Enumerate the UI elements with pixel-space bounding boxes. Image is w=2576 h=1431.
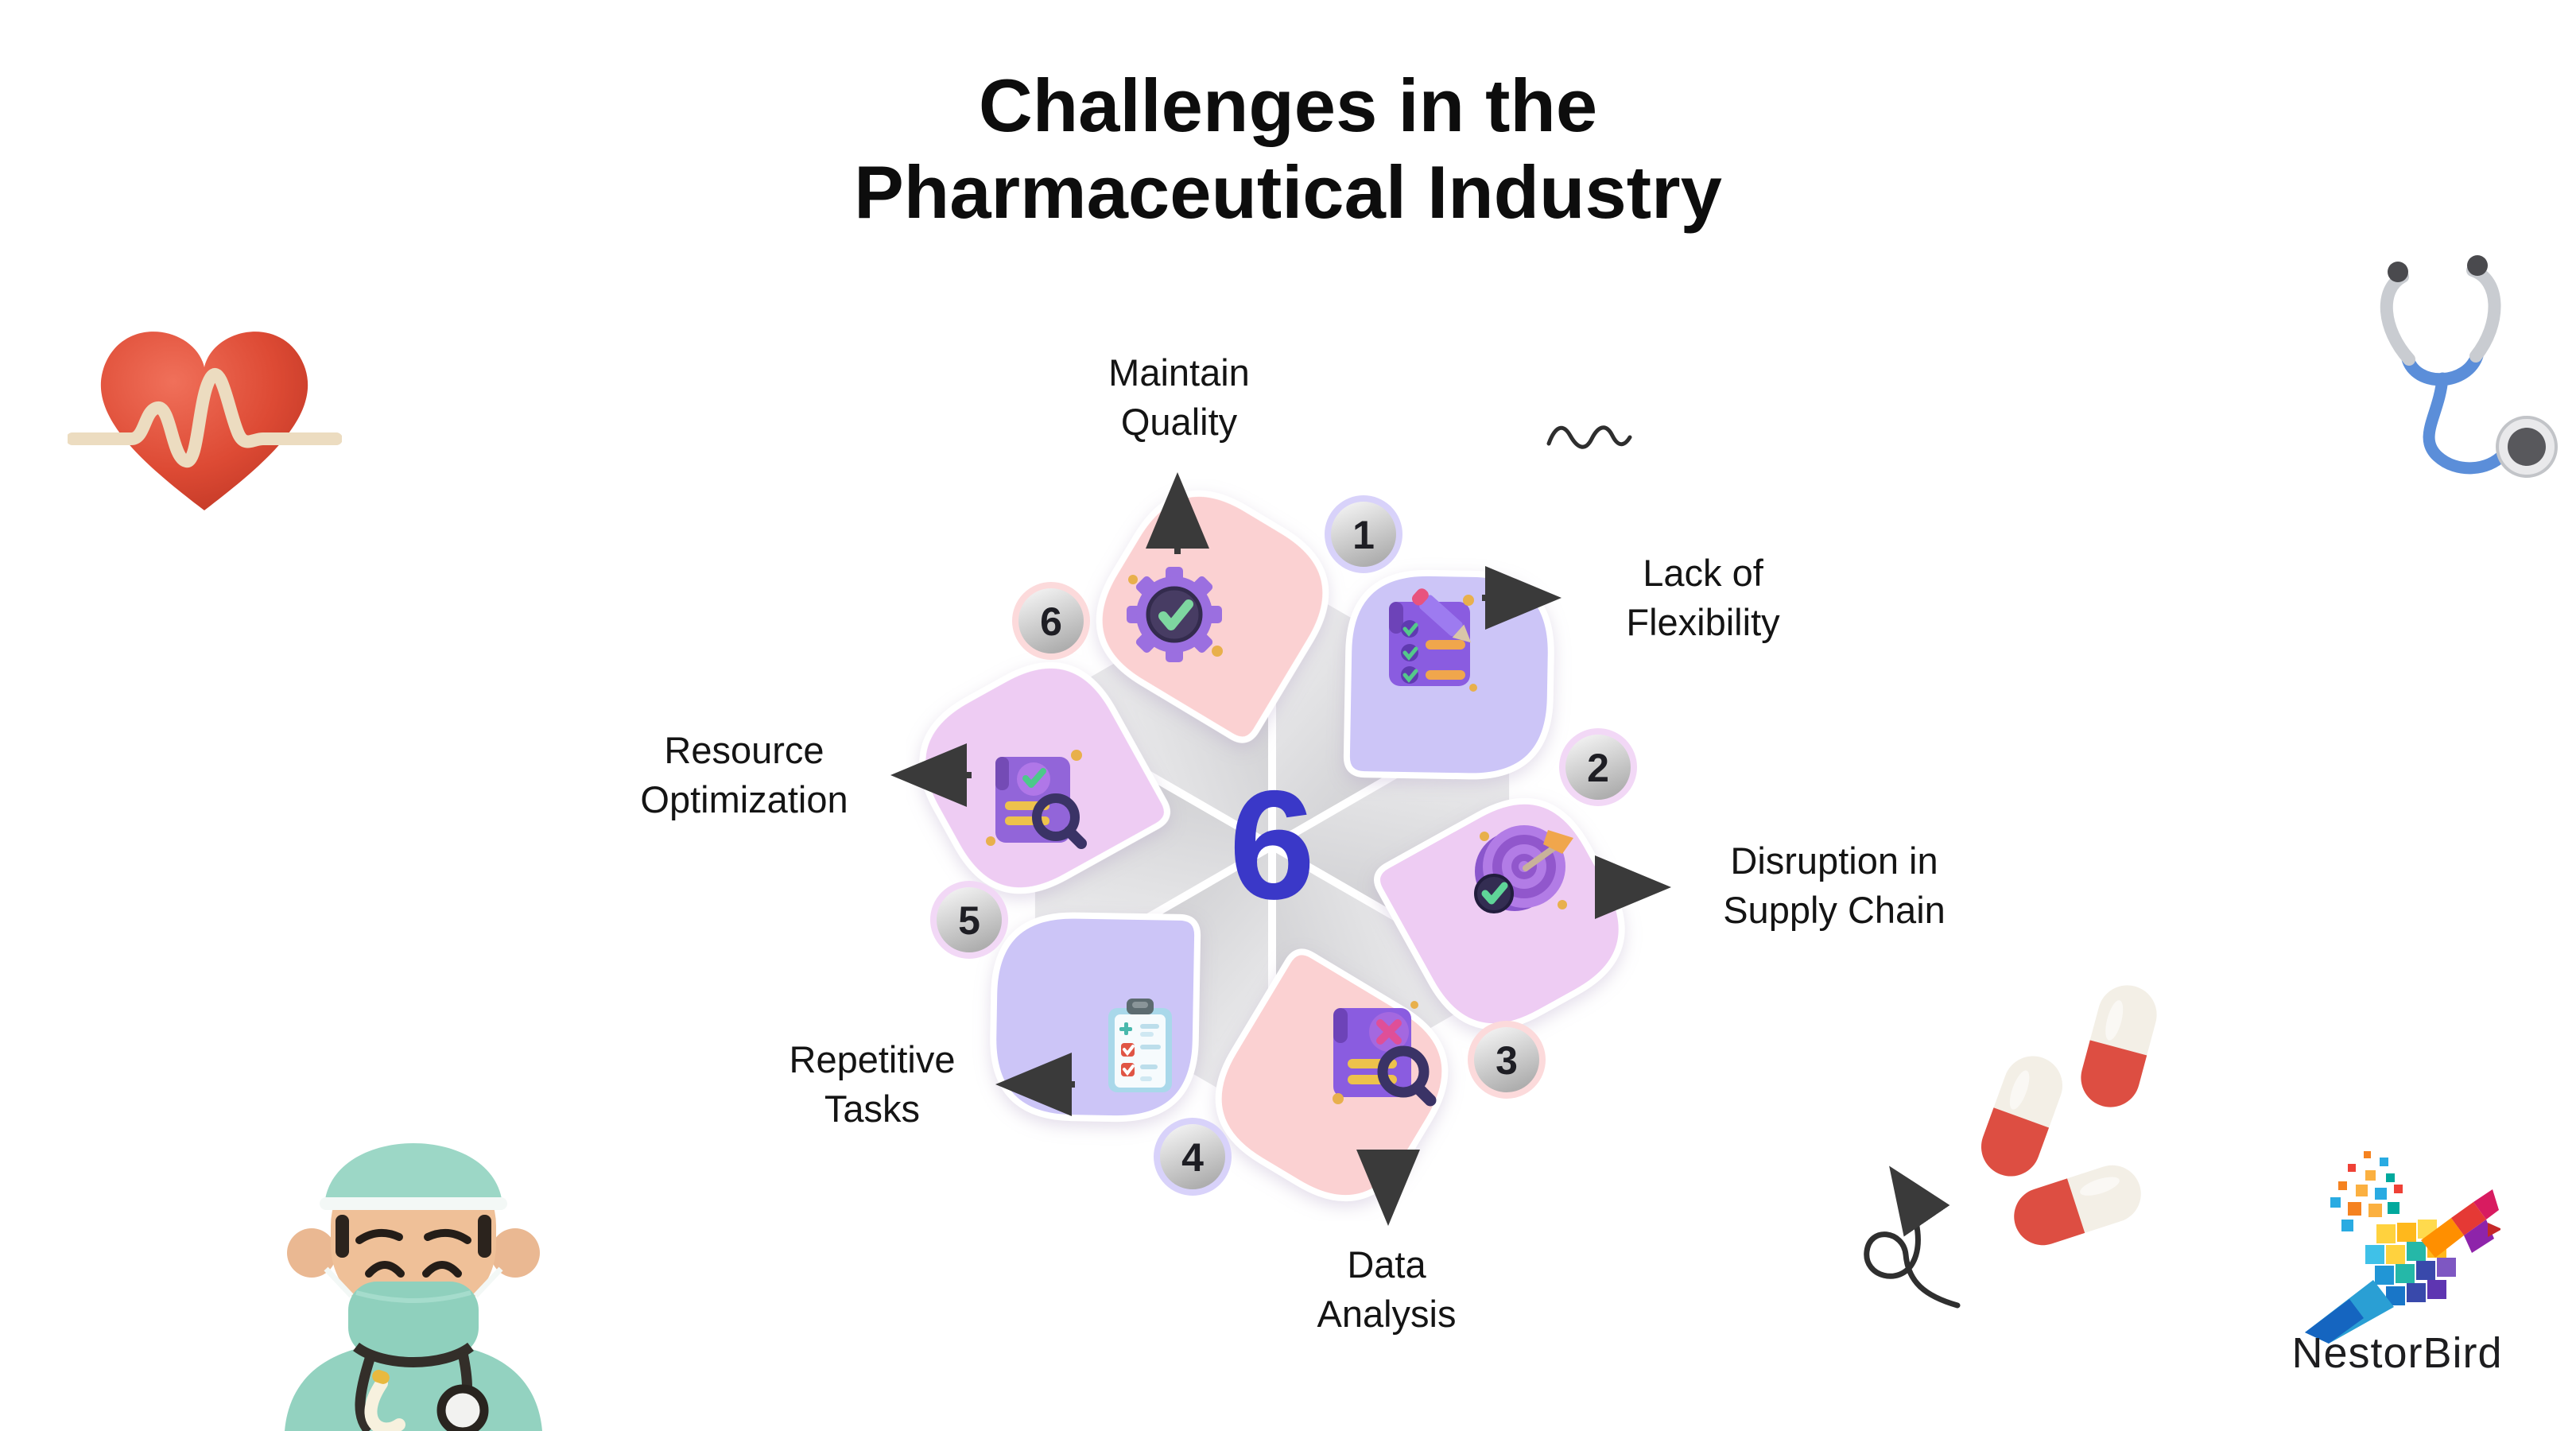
squiggle-doodle [1546, 425, 1632, 449]
badge-2-number: 2 [1587, 746, 1609, 790]
capsule [2081, 985, 2157, 1107]
badge-6: 6 [1012, 582, 1090, 660]
stethoscope-illustration [2380, 255, 2558, 478]
badge-3: 3 [1468, 1021, 1546, 1099]
badge-6-number: 6 [1040, 599, 1062, 644]
pinwheel-diagram: 1 2 3 4 5 6 [919, 490, 1637, 1202]
logo-bird-tail-shade [2305, 1299, 2364, 1344]
capsule [1980, 1056, 2063, 1177]
label-disruption-supply-chain: Disruption in Supply Chain [1723, 839, 1946, 931]
label-lack-of-flexibility: Lack of Flexibility [1626, 551, 1780, 643]
logo-bird-wing [2421, 1189, 2499, 1258]
badge-4-number: 4 [1181, 1135, 1204, 1180]
center-count: 6 [1229, 758, 1315, 932]
heart-pulse-illustration [68, 332, 342, 510]
badge-2: 2 [1559, 728, 1637, 806]
badge-5: 5 [930, 881, 1008, 959]
document-search-error-icon [1333, 1001, 1437, 1107]
page-title: Challenges in the Pharmaceutical Industr… [854, 64, 1722, 235]
gear-check-icon [1127, 567, 1223, 662]
badge-1-number: 1 [1352, 513, 1375, 557]
checklist-pencil-icon [1389, 588, 1477, 692]
badge-4: 4 [1154, 1118, 1232, 1196]
logo-pixel-trail [2330, 1151, 2403, 1231]
badge-5-number: 5 [958, 898, 980, 943]
logo-bird-beak [2488, 1223, 2500, 1237]
document-search-check-icon [986, 750, 1087, 849]
label-resource-optimization: Resource Optimization [640, 728, 848, 820]
nestorbird-wordmark: NestorBird [2291, 1329, 2503, 1377]
doctor-illustration [285, 1143, 542, 1431]
nestorbird-logo [2305, 1151, 2500, 1344]
label-data-analysis: Data Analysis [1317, 1243, 1457, 1335]
badge-3-number: 3 [1496, 1038, 1518, 1083]
label-maintain-quality: Maintain Quality [1108, 351, 1250, 443]
pills-illustration [1980, 985, 2157, 1246]
capsule [2014, 1165, 2141, 1246]
badge-1: 1 [1325, 495, 1402, 573]
doodle-arrow [1864, 1165, 1961, 1309]
medical-clipboard-icon [1108, 999, 1172, 1092]
label-repetitive-tasks: Repetitive Tasks [789, 1037, 956, 1130]
target-check-icon [1474, 825, 1573, 913]
